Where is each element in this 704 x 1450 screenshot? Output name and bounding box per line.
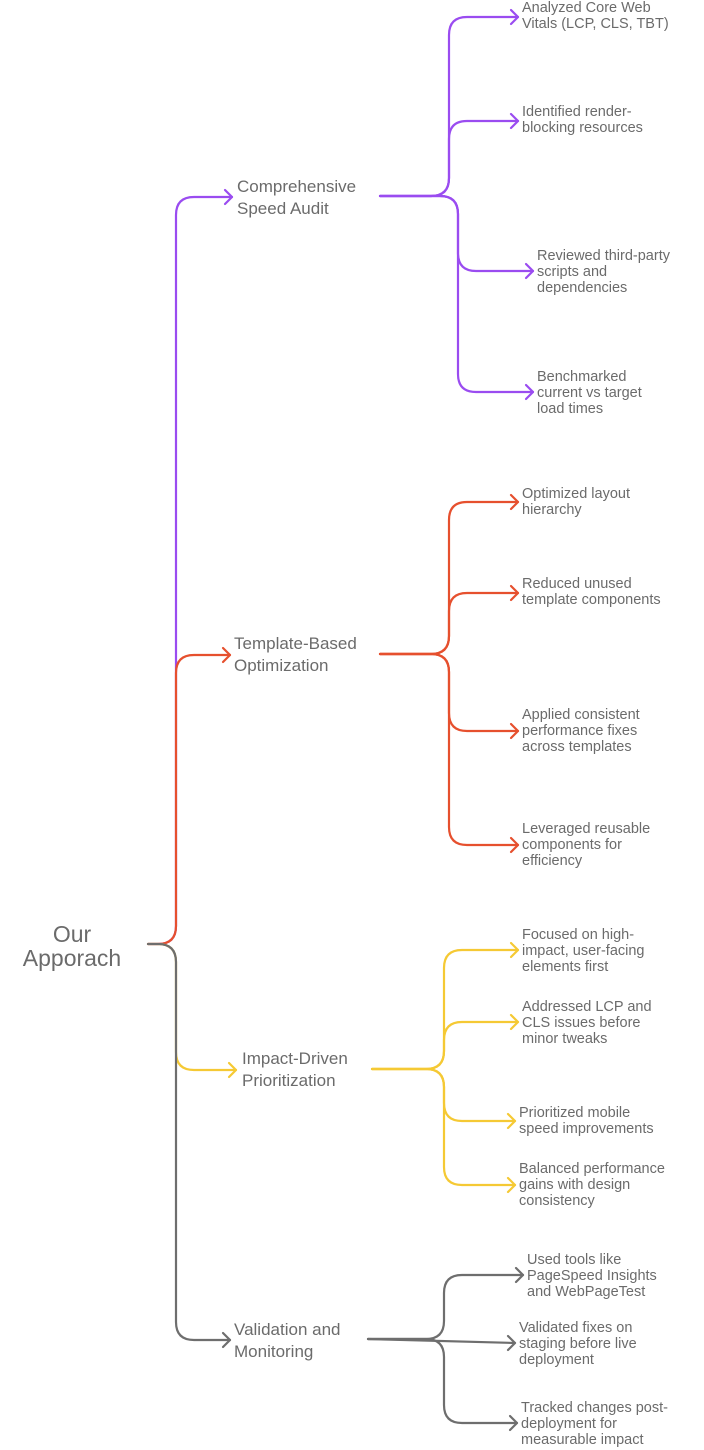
branch-label-validation-monitoring: Validation and Monitoring <box>234 1320 341 1361</box>
connector-template-leaf-2 <box>378 591 520 656</box>
connector-template-leaf-4-arrowhead <box>509 836 520 854</box>
leaf-label-layout-hierarchy: Optimized layout hierarchy <box>522 486 630 518</box>
connector-validation-leaf-1 <box>366 1273 525 1341</box>
connector-audit-leaf-2 <box>378 119 520 198</box>
connector-validation-leaf-1-arrowhead <box>514 1266 525 1284</box>
leaf-label-tools: Used tools like PageSpeed Insights and W… <box>527 1252 657 1300</box>
root-node-label: Our Apporach <box>22 921 122 971</box>
connector-impact-leaf-4-arrowhead <box>506 1176 517 1194</box>
branch-label-speed-audit: Comprehensive Speed Audit <box>237 177 357 218</box>
connector-validation-leaf-3-arrowhead <box>508 1414 519 1432</box>
connector-root-template <box>146 653 232 946</box>
leaf-label-third-party-scripts: Reviewed third-party scripts and depende… <box>537 248 670 296</box>
leaf-label-balanced-gains: Balanced performance gains with design c… <box>519 1161 665 1209</box>
leaf-label-unused-components: Reduced unused template components <box>522 576 661 608</box>
connector-root-validation-arrowhead <box>221 1331 232 1349</box>
branch-label-impact-prioritization: Impact-Driven Prioritization <box>242 1049 348 1090</box>
connector-audit-leaf-2-arrowhead <box>509 112 520 130</box>
leaf-label-post-deployment: Tracked changes post- deployment for mea… <box>521 1400 668 1448</box>
connector-template-leaf-4 <box>378 652 520 847</box>
leaf-label-core-web-vitals: Analyzed Core Web Vitals (LCP, CLS, TBT) <box>522 0 669 32</box>
leaf-label-reusable-components: Leveraged reusable components for effici… <box>522 821 651 869</box>
leaf-label-render-blocking: Identified render- blocking resources <box>522 104 643 136</box>
connector-root-impact <box>146 942 238 1072</box>
connector-audit-leaf-4-arrowhead <box>524 383 535 401</box>
connector-impact-leaf-2 <box>370 1020 520 1071</box>
connector-template-leaf-2-arrowhead <box>509 584 520 602</box>
connector-template-leaf-3-arrowhead <box>509 722 520 740</box>
connector-root-template-arrowhead <box>221 646 232 664</box>
connector-validation-leaf-3 <box>366 1337 519 1425</box>
connector-audit-leaf-4 <box>378 194 535 394</box>
leaf-label-consistent-fixes: Applied consistent performance fixes acr… <box>522 707 640 755</box>
leaf-label-benchmarked: Benchmarked current vs target load times <box>537 369 642 417</box>
leaf-label-staging: Validated fixes on staging before live d… <box>519 1320 637 1368</box>
connector-impact-leaf-1-arrowhead <box>509 941 520 959</box>
connector-root-impact-arrowhead <box>227 1061 238 1079</box>
connector-root-audit <box>146 195 234 946</box>
connector-impact-leaf-4 <box>370 1067 517 1187</box>
connector-audit-leaf-1-arrowhead <box>509 8 520 26</box>
leaf-label-lcp-cls: Addressed LCP and CLS issues before mino… <box>522 999 652 1047</box>
connector-root-audit-arrowhead <box>223 188 234 206</box>
connector-impact-leaf-2-arrowhead <box>509 1013 520 1031</box>
connector-validation-leaf-2-arrowhead <box>506 1334 517 1352</box>
branch-label-template-optimization: Template-Based Optimization <box>234 634 357 675</box>
leaf-label-high-impact: Focused on high- impact, user-facing ele… <box>522 927 645 975</box>
connector-impact-leaf-3-arrowhead <box>506 1112 517 1130</box>
connector-audit-leaf-3-arrowhead <box>524 262 535 280</box>
leaf-label-mobile-speed: Prioritized mobile speed improvements <box>519 1105 654 1137</box>
connector-template-leaf-1-arrowhead <box>509 493 520 511</box>
connector-root-validation <box>146 942 232 1342</box>
